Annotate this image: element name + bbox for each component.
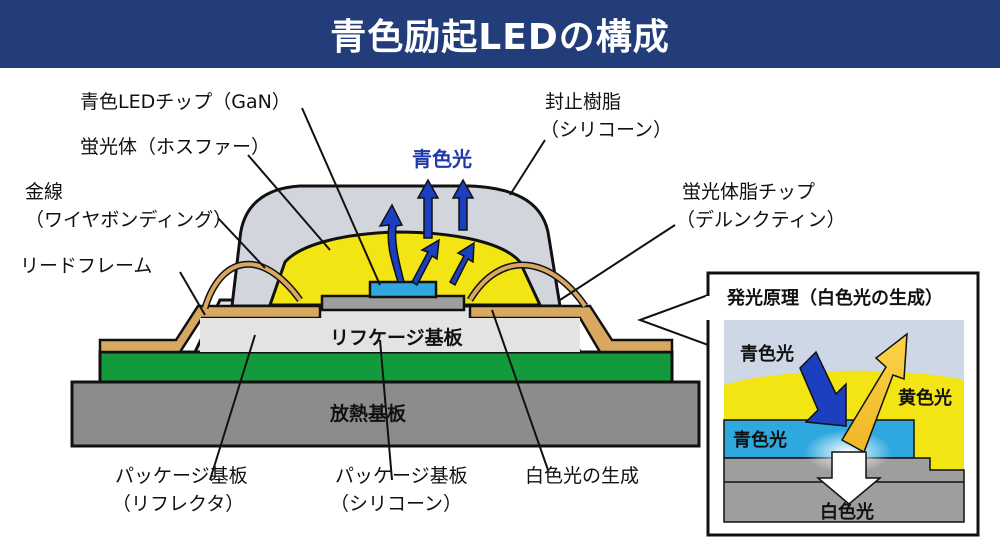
inset-label-blue-in: 青色光 [740,343,794,365]
label-blue-led-chip: 青色LEDチップ（GaN） [80,91,291,113]
lead-frame-left [98,304,322,354]
green-board [98,350,674,384]
inset-title: 発光原理（白色光の生成） [726,287,943,309]
label-pkg-reflector-2: （リフレクタ） [112,493,244,515]
inset-blue-arrow [799,350,847,427]
inset-label-yellow: 黄色光 [898,387,952,409]
inset-white-arrow [815,451,883,505]
blue-light-arrows [378,178,475,287]
inset-callout-pointer [637,293,709,347]
label-reflector-substrate: リフケージ基板 [330,326,464,349]
label-heat-substrate: 放熱基板 [329,402,407,425]
label-lead-frame: リードフレーム [20,255,152,277]
label-pkg-silicone-2: （シリコーン） [330,493,462,515]
page-title: 青色励起LEDの構成 [330,17,670,58]
label-gold-wire-2: （ワイヤボンディング） [25,209,232,231]
label-pkg-silicone-1: パッケージ基板 [335,465,468,487]
inset-yellow-arrow [840,332,908,454]
label-pkg-reflector-1: パッケージ基板 [115,465,248,487]
label-white-gen: 白色光の生成 [525,465,639,487]
label-sealing-resin-1: 封止樹脂 [545,91,621,113]
label-phosphor: 蛍光体（ホスファー） [80,136,270,158]
title-bar: 青色励起LEDの構成 [0,0,1000,68]
label-blue-light: 青色光 [412,147,472,171]
inset-label-white: 白色光 [820,501,874,523]
reflector-substrate [200,318,580,352]
label-phosphor-chip-2: （デルンクティン） [676,209,845,231]
leader-lines [179,107,676,481]
inset-label-blue-chip: 青色光 [733,429,787,451]
label-sealing-resin-2: （シリコーン） [540,119,672,141]
label-phosphor-chip-1: 蛍光体脂チップ [682,181,815,203]
label-gold-wire-1: 金線 [25,181,63,203]
